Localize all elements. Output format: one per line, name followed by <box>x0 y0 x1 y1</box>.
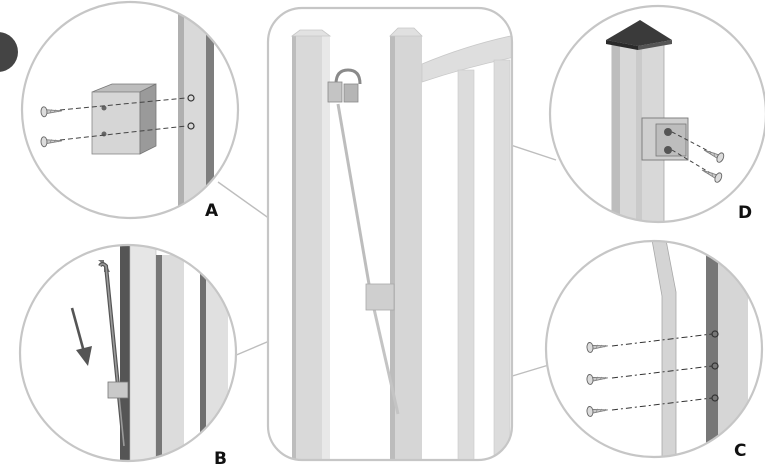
detail-b <box>18 243 238 463</box>
u-latch <box>334 68 362 85</box>
callout-label-c: C <box>734 441 747 461</box>
gate-post <box>390 36 422 460</box>
detail-d <box>548 4 765 224</box>
detail-c <box>544 239 764 459</box>
drop-rod <box>336 103 372 291</box>
callout-label-a: A <box>205 201 219 221</box>
post-cap-icon <box>606 20 672 50</box>
post-socket <box>91 91 141 155</box>
step-number-badge <box>0 32 18 72</box>
hinge-bracket-icon <box>641 117 689 161</box>
gate-top-rail <box>421 33 512 83</box>
rod-guide-bracket <box>365 283 395 311</box>
callout-label-b: B <box>214 449 227 469</box>
main-gate-view <box>266 6 514 462</box>
detail-a <box>20 0 240 220</box>
callout-label-d: D <box>738 203 753 223</box>
arrow-down-icon <box>70 307 92 366</box>
gate-post-detail <box>651 241 677 457</box>
